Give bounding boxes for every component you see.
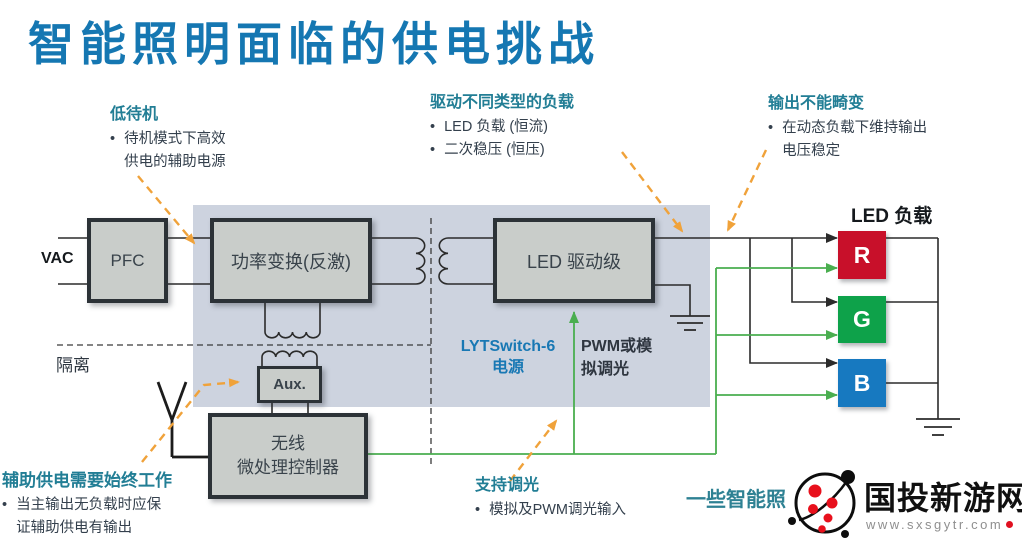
pfc-label: PFC xyxy=(110,250,145,270)
annotation-heading: 低待机 xyxy=(110,106,159,123)
led-load-title: LED 负载 xyxy=(851,206,933,227)
annotation-heading: 辅助供电需要始终工作 xyxy=(2,471,172,490)
watermark-url-text: www.sxsgytr.com xyxy=(866,517,1004,532)
led-driver-block: LED 驱动级 xyxy=(493,218,655,303)
annotation-low-standby: 低待机 待机模式下高效 供电的辅助电源 xyxy=(110,100,226,174)
annotation-output-stable: 输出不能畸变 在动态负载下维持输出 电压稳定 xyxy=(768,89,927,163)
annotation-dimming: 支持调光 模拟及PWM调光输入 xyxy=(475,471,626,522)
wireless-mcu-block: 无线 微处理控制器 xyxy=(208,413,368,499)
annotation-heading: 输出不能畸变 xyxy=(768,95,865,112)
lytswitch-word: 电源 xyxy=(491,359,524,376)
isolation-label: 隔离 xyxy=(56,356,90,375)
lytswitch-name: LYTSwitch-6 xyxy=(460,338,556,355)
led-b-label: B xyxy=(853,369,871,396)
watermark-url: www.sxsgytr.com xyxy=(866,517,1014,532)
aux-winding-icon xyxy=(261,331,321,358)
red-dot-icon xyxy=(1006,521,1014,528)
annotation-line: 待机模式下高效 xyxy=(124,131,226,147)
annotation-heading: 支持调光 xyxy=(475,477,540,494)
power-stage-block: 功率变换(反激) xyxy=(210,218,372,303)
pwm-line: PWM或模 xyxy=(581,338,653,355)
power-stage-label: 功率变换(反激) xyxy=(231,251,351,272)
lytswitch-label: LYTSwitch-6 电源 xyxy=(448,336,568,378)
annotation-aux-always: 辅助供电需要始终工作 当主输出无负载时应保 证辅助供电有输出 xyxy=(2,466,172,538)
led-g-label: G xyxy=(853,306,871,332)
annotation-bullet: 二次稳压 (恒压) xyxy=(444,142,545,158)
annotation-drive-loads: 驱动不同类型的负载 LED 负载 (恒流) 二次稳压 (恒压) xyxy=(430,88,574,162)
pfc-block: PFC xyxy=(87,218,168,303)
led-r-block: R xyxy=(838,231,886,279)
watermark-site-name: 国投新游网 xyxy=(864,480,1022,516)
annotation-heading: 驱动不同类型的负载 xyxy=(430,94,575,111)
transformer-icon xyxy=(415,237,449,285)
aux-block: Aux. xyxy=(257,366,322,403)
ground-icon xyxy=(670,315,960,436)
led-driver-label: LED 驱动级 xyxy=(526,251,622,272)
led-r-label: R xyxy=(853,241,871,268)
annotation-line: 在动态负载下维持输出 xyxy=(782,120,928,136)
antenna-icon xyxy=(156,381,208,459)
page-title: 智能照明面临的供电挑战 xyxy=(28,18,600,70)
black-wires xyxy=(58,233,939,419)
ladybug-logo-icon xyxy=(788,470,856,538)
annotation-line: 电压稳定 xyxy=(782,143,841,159)
pwm-dimming-label: PWM或模 拟调光 xyxy=(581,335,652,381)
green-dimming-wires xyxy=(368,263,838,455)
annotation-line: 供电的辅助电源 xyxy=(124,154,226,170)
vac-label: VAC xyxy=(41,250,74,267)
watermark-caption: 一些智能照 xyxy=(686,489,786,511)
annotation-bullet: LED 负载 (恒流) xyxy=(444,119,548,135)
aux-label: Aux. xyxy=(273,376,306,393)
wireless-label-line2: 微处理控制器 xyxy=(237,458,339,477)
annotation-line: 证辅助供电有输出 xyxy=(16,520,133,536)
led-b-block: B xyxy=(838,359,886,407)
led-g-block: G xyxy=(838,296,886,343)
callout-arrows xyxy=(137,149,768,482)
annotation-bullet: 模拟及PWM调光输入 xyxy=(489,502,627,518)
wireless-label-line1: 无线 xyxy=(271,434,305,453)
isolation-dashed-lines xyxy=(57,218,432,465)
pwm-line: 拟调光 xyxy=(581,361,630,378)
annotation-line: 当主输出无负载时应保 xyxy=(16,497,162,513)
